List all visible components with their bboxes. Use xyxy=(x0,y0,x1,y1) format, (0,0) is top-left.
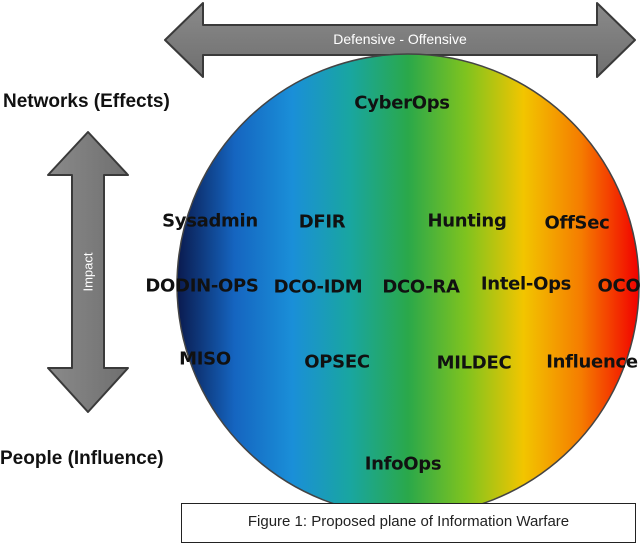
term-infoops: InfoOps xyxy=(364,453,442,475)
term-hunting: Hunting xyxy=(427,210,507,232)
term-dodin-ops: DODIN-OPS xyxy=(145,275,259,297)
term-miso: MISO xyxy=(179,348,231,370)
term-dfir: DFIR xyxy=(298,211,346,233)
term-intel-ops: Intel-Ops xyxy=(480,273,572,295)
defensive-offensive-label: Defensive - Offensive xyxy=(333,31,467,47)
defensive-offensive-arrow xyxy=(164,2,636,78)
term-mildec: MILDEC xyxy=(436,352,512,374)
term-cyberops: CyberOps xyxy=(354,92,450,114)
figure-caption-box: Figure 1: Proposed plane of Information … xyxy=(181,503,636,543)
people-influence-label: People (Influence) xyxy=(0,448,164,469)
term-dco-idm: DCO-IDM xyxy=(273,276,363,298)
term-opsec: OPSEC xyxy=(304,351,370,373)
impact-label: Impact xyxy=(80,252,96,292)
term-sysadmin: Sysadmin xyxy=(162,210,258,232)
term-oco: OCO xyxy=(597,275,640,297)
term-influence: Influence xyxy=(546,351,638,373)
term-offsec: OffSec xyxy=(544,212,610,234)
networks-effects-label: Networks (Effects) xyxy=(3,91,170,112)
figure-caption: Figure 1: Proposed plane of Information … xyxy=(247,513,570,530)
impact-arrow xyxy=(47,131,129,413)
term-dco-ra: DCO-RA xyxy=(382,276,460,298)
